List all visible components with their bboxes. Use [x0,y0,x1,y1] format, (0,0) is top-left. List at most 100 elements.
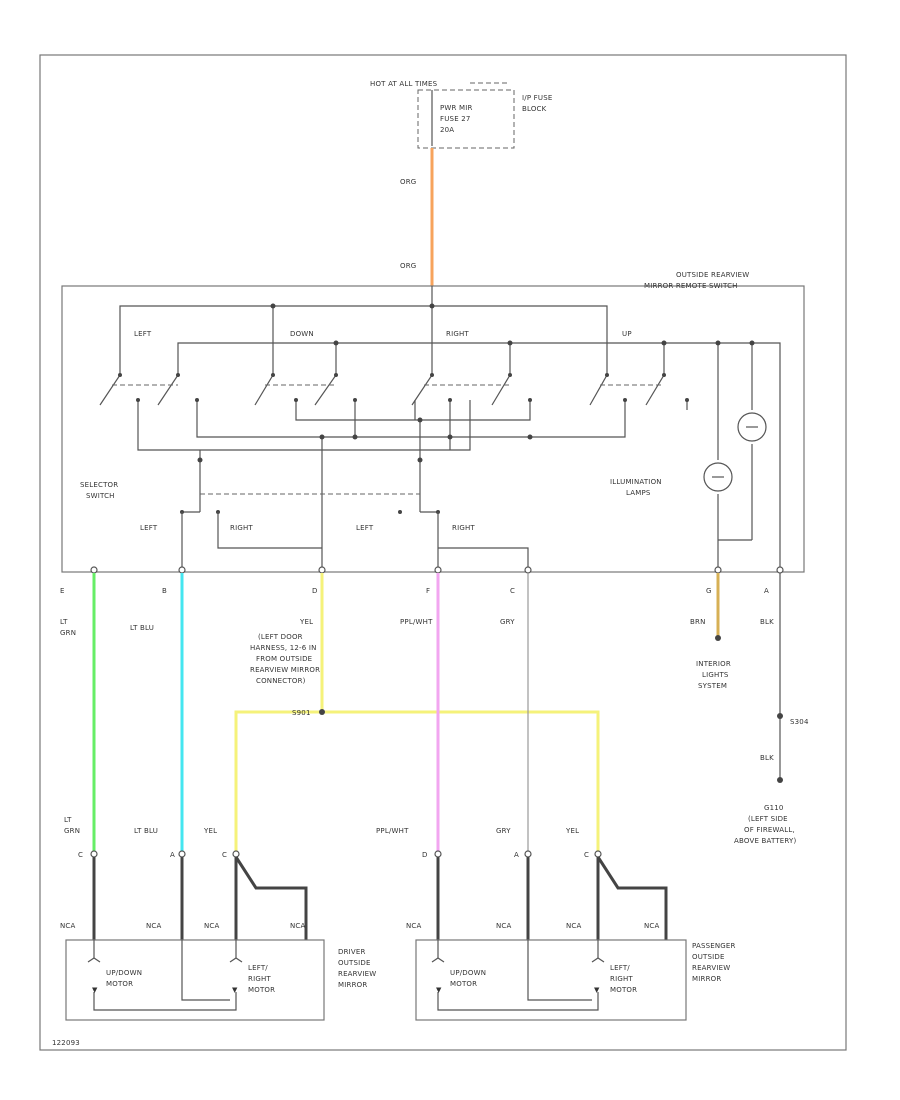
fuse-line-1: PWR MIR [440,104,473,112]
fuse-block-line-1: I/P FUSE [522,94,553,102]
lower-ltgrn-2: GRN [64,827,80,835]
ground-label-2: (LEFT SIDE [748,815,788,823]
interior-label-3: SYSTEM [698,682,727,690]
pin-a: A [764,587,769,595]
selector-left-1: LEFT [140,524,158,532]
yel-wire-passenger [322,710,600,852]
org-wire-label-lower: ORG [400,262,416,270]
passenger-label-4: MIRROR [692,975,721,983]
direction-left-label: LEFT [134,330,152,338]
switch-internal-wiring [119,286,781,570]
outer-frame [39,54,847,1051]
passenger-label-1: PASSENGER [692,942,736,950]
lower-yel-right: YEL [565,827,579,835]
nca-1: NCA [60,922,76,930]
fuse-line-2: FUSE 27 [440,115,471,123]
ground-label-4: ABOVE BATTERY) [734,837,796,845]
lower-pin-a-1: A [170,851,175,859]
mirror-leads [90,850,668,940]
driver-label-1: DRIVER [338,948,366,956]
lower-ltgrn-1: LT [64,816,72,824]
direction-up-label: UP [622,330,632,338]
selector-right-2: RIGHT [452,524,475,532]
nca-7: NCA [566,922,582,930]
figure-id: 122093 [52,1039,80,1047]
yel-note-1: (LEFT DOOR [258,633,303,641]
ground-label-3: OF FIREWALL, [744,826,795,834]
nca-2: NCA [146,922,162,930]
illumination-label-1: ILLUMINATION [610,478,662,486]
direction-down-label: DOWN [290,330,314,338]
lower-ltblu: LT BLU [134,827,158,835]
passenger-mirror: ▼ ▼ [415,939,687,1021]
driver-label-4: MIRROR [338,981,367,989]
fuse-block-box [417,89,515,149]
harness-wires [92,573,783,852]
switch-title-1: OUTSIDE REARVIEW [676,271,749,279]
direction-switches [99,303,755,463]
lower-gry: GRY [496,827,511,835]
org-wire-label-upper: ORG [400,178,416,186]
interior-label-2: LIGHTS [702,671,729,679]
selector-label-1: SELECTOR [80,481,118,489]
ground-splice-label: S304 [790,718,809,726]
passenger-motor2-2: RIGHT [610,975,633,983]
svg-text:▼: ▼ [92,986,98,994]
driver-mirror: ▼ ▼ [65,939,325,1021]
brn-label: BRN [690,618,706,626]
selector-left-2: LEFT [356,524,374,532]
splice-label: S901 [292,709,311,717]
driver-motor2-2: RIGHT [248,975,271,983]
hot-at-all-times-label: HOT AT ALL TIMES [370,80,438,88]
nca-8: NCA [644,922,660,930]
driver-label-3: REARVIEW [338,970,376,978]
lower-yel-left: YEL [203,827,217,835]
nca-3: NCA [204,922,220,930]
pin-f: F [426,587,430,595]
ltgrn-label-1: LT [60,618,68,626]
driver-label-2: OUTSIDE [338,959,371,967]
driver-motor2-3: MOTOR [248,986,275,994]
lower-pin-d: D [422,851,428,859]
driver-motor2-1: LEFT/ [248,964,268,972]
pin-g: G [706,587,712,595]
switch-up [589,373,689,406]
power-source: HOT AT ALL TIMES PWR MIR FUSE 27 20A I/P… [370,80,553,149]
fuse-block-line-2: BLOCK [522,105,547,113]
splice-dot [319,709,325,715]
yel-note-2: HARNESS, 12-6 IN [250,644,317,652]
yel-label: YEL [299,618,313,626]
pin-b: B [162,587,167,595]
svg-text:▼: ▼ [232,986,238,994]
passenger-motor2-1: LEFT/ [610,964,630,972]
selector-label-2: SWITCH [86,492,115,500]
yel-note-5: CONNECTOR) [256,677,306,685]
ground-label-1: G110 [764,804,784,812]
driver-motor1-2: MOTOR [106,980,133,988]
ltblu-label: LT BLU [130,624,154,632]
connector-pins [90,566,784,574]
passenger-label-2: OUTSIDE [692,953,725,961]
switch-left [99,373,199,406]
ppl-label: PPL/WHT [400,618,433,626]
switch-title-2: MIRROR REMOTE SWITCH [644,282,738,290]
driver-motor1-1: UP/DOWN [106,969,142,977]
passenger-motor2-3: MOTOR [610,986,637,994]
passenger-motor1-1: UP/DOWN [450,969,486,977]
lower-ppl: PPL/WHT [376,827,409,835]
pin-d: D [312,587,318,595]
yel-note-4: REARVIEW MIRROR [250,666,320,674]
interior-label-1: INTERIOR [696,660,731,668]
lower-pin-a-2: A [514,851,519,859]
switch-right [411,373,532,406]
passenger-motor1-2: MOTOR [450,980,477,988]
lower-pin-c-2: C [222,851,227,859]
blk-label: BLK [760,618,774,626]
svg-text:▼: ▼ [594,986,600,994]
ground-wire-label: BLK [760,754,774,762]
nca-5: NCA [406,922,422,930]
direction-right-label: RIGHT [446,330,469,338]
selector-right-1: RIGHT [230,524,253,532]
fuse-line-3: 20A [440,126,454,134]
